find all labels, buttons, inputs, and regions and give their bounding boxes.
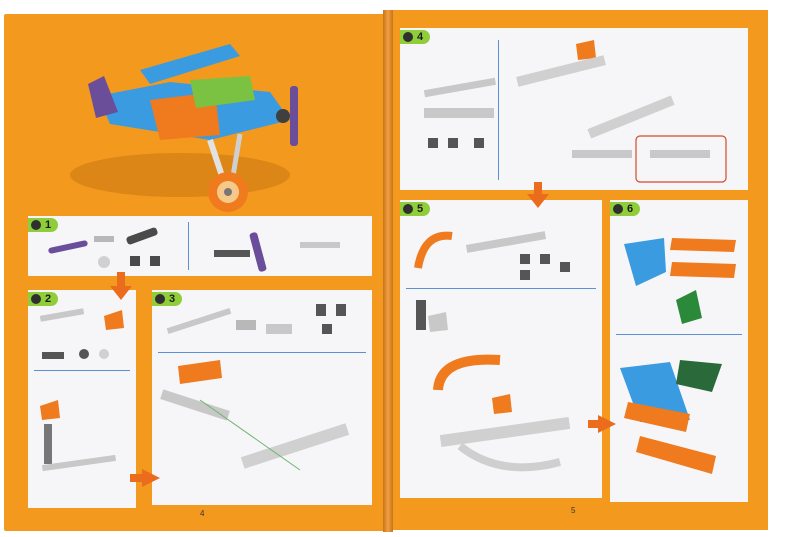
right-arrow-icon bbox=[142, 469, 160, 487]
down-arrow-icon bbox=[527, 194, 549, 208]
gear-icon bbox=[155, 294, 165, 304]
step-number: 6 bbox=[627, 203, 634, 215]
step-6-badge: 6 bbox=[610, 202, 641, 216]
step-3-divider bbox=[158, 352, 366, 353]
step-number: 4 bbox=[417, 31, 424, 43]
step-3-badge: 3 bbox=[152, 292, 183, 306]
step-number: 5 bbox=[417, 203, 424, 215]
step-6-divider bbox=[616, 334, 742, 335]
step-number: 1 bbox=[45, 219, 52, 231]
arrow-stem-1 bbox=[117, 272, 125, 288]
step-4-divider bbox=[498, 40, 499, 180]
step-2-badge: 2 bbox=[28, 292, 59, 306]
gear-icon bbox=[613, 204, 623, 214]
step-4-badge: 4 bbox=[400, 30, 431, 44]
step-5-badge: 5 bbox=[400, 202, 431, 216]
gear-icon bbox=[403, 204, 413, 214]
booklet-spine bbox=[383, 10, 393, 532]
arrow-stem-4 bbox=[588, 420, 600, 428]
step-1-badge: 1 bbox=[28, 218, 59, 232]
arrow-stem-3 bbox=[534, 182, 542, 196]
left-page-number: 4 bbox=[200, 509, 205, 518]
down-arrow-icon bbox=[110, 286, 132, 300]
step-number: 2 bbox=[45, 293, 52, 305]
step-5-panel bbox=[400, 200, 602, 498]
step-2-divider bbox=[34, 370, 130, 371]
gear-icon bbox=[31, 220, 41, 230]
right-arrow-icon bbox=[598, 415, 616, 433]
step-5-divider bbox=[406, 288, 596, 289]
arrow-stem-2 bbox=[130, 474, 144, 482]
gear-icon bbox=[31, 294, 41, 304]
step-1-divider bbox=[188, 222, 189, 270]
right-page-number: 5 bbox=[571, 506, 576, 515]
step-number: 3 bbox=[169, 293, 176, 305]
gear-icon bbox=[403, 32, 413, 42]
